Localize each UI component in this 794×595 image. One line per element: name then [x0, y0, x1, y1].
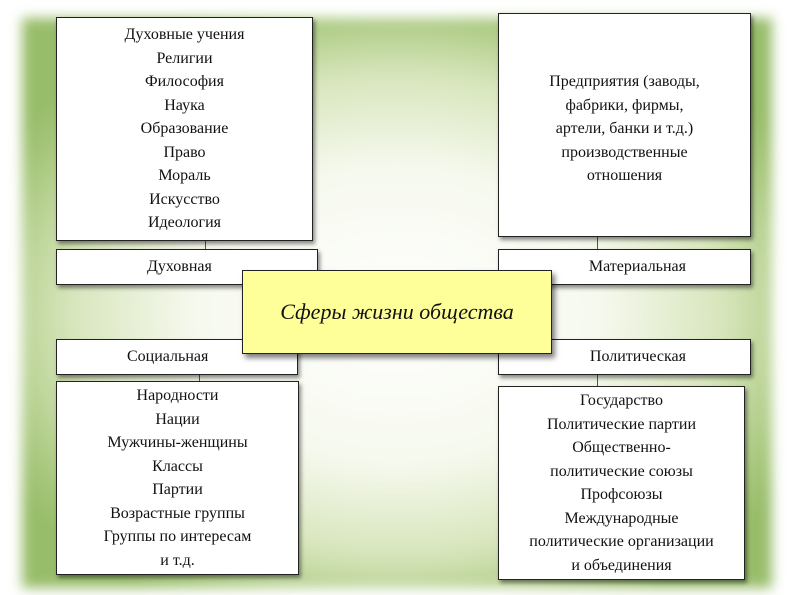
- sphere-label-political-text: Политическая: [589, 348, 686, 365]
- material-item: артели, банки и т.д.): [555, 120, 694, 137]
- social-item: Классы: [152, 457, 203, 475]
- spiritual-item: Искусство: [149, 190, 220, 208]
- political-item: политические организации: [529, 533, 714, 550]
- center-title: Сферы жизни общества: [280, 299, 514, 324]
- political-item: Государство: [580, 392, 663, 409]
- social-item: Возрастные группы: [110, 504, 245, 522]
- political-items-box: Государство Политические партии Обществе…: [498, 386, 745, 580]
- spiritual-item: Наука: [164, 96, 205, 114]
- social-item: Народности: [136, 387, 219, 404]
- connector-spiritual: [205, 240, 206, 249]
- material-item: отношения: [586, 167, 663, 184]
- connector-material: [597, 236, 598, 249]
- sphere-label-spiritual-text: Духовная: [147, 258, 212, 275]
- political-item: Профсоюзы: [580, 486, 663, 503]
- social-item: Нации: [155, 410, 200, 428]
- political-item: Общественно-: [572, 439, 671, 456]
- spiritual-item: Религии: [156, 49, 213, 67]
- social-item: Партии: [152, 481, 203, 498]
- political-item: Политические партии: [546, 415, 697, 433]
- spiritual-item: Духовные учения: [124, 26, 245, 44]
- social-item: Группы по интересам: [103, 528, 252, 545]
- sphere-label-social-text: Социальная: [127, 348, 209, 365]
- political-item: и объединения: [571, 556, 672, 574]
- sphere-label-material-text: Материальная: [588, 258, 686, 275]
- material-items-box: Предприятия (заводы, фабрики, фирмы, арт…: [498, 13, 751, 237]
- spiritual-items-box: Духовные учения Религии Философия Наука …: [56, 17, 313, 241]
- political-item: Международные: [564, 509, 679, 527]
- connector-social: [199, 374, 200, 382]
- spiritual-item: Мораль: [158, 167, 211, 185]
- social-item: и т.д.: [160, 551, 195, 569]
- connector-political: [597, 374, 598, 386]
- political-item: политические союзы: [550, 462, 693, 480]
- material-item: фабрики, фирмы,: [565, 96, 684, 114]
- center-title-box: Сферы жизни общества: [242, 270, 552, 354]
- material-item: Предприятия (заводы,: [549, 73, 700, 90]
- spiritual-item: Право: [163, 143, 206, 161]
- spiritual-item: Философия: [145, 73, 224, 91]
- material-item: производственные: [561, 143, 688, 161]
- spiritual-item: Идеология: [147, 214, 222, 232]
- social-item: Мужчины-женщины: [107, 434, 248, 451]
- spiritual-item: Образование: [140, 120, 229, 138]
- social-items-box: Народности Нации Мужчины-женщины Классы …: [56, 381, 299, 575]
